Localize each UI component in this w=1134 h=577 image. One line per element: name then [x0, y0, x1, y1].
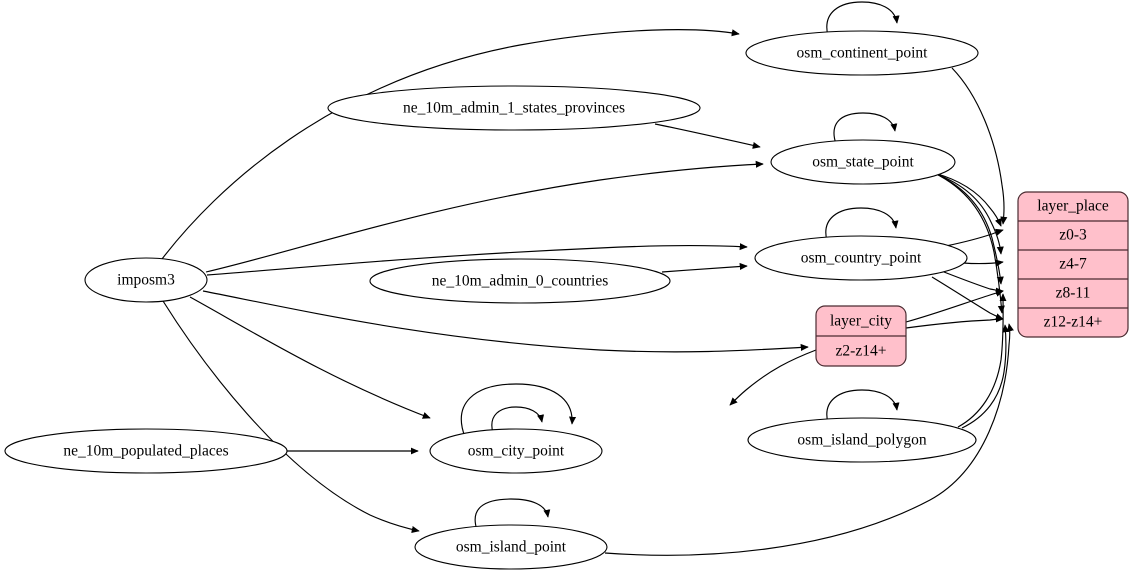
- selfloop-osm-island-polygon: [826, 389, 900, 424]
- node-layer: imposm3 ne_10m_admin_1_states_provinces …: [4, 30, 979, 570]
- node-osm-city-point[interactable]: osm_city_point: [429, 428, 603, 474]
- edge-imposm3-to-osm-state-point: [205, 160, 764, 273]
- node-osm-island-point-shape[interactable]: [414, 524, 608, 570]
- node-osm-island-polygon-shape[interactable]: [747, 417, 977, 463]
- node-ne-10m-admin-0-countries[interactable]: ne_10m_admin_0_countries: [369, 258, 671, 304]
- node-imposm3-shape[interactable]: [84, 257, 208, 303]
- edge-imposm3-to-layer-city: [202, 290, 809, 353]
- edge-osm-continent-point-to-layer-place-z0-3: [951, 67, 1008, 225]
- node-ne-10m-admin-1-states-provinces[interactable]: ne_10m_admin_1_states_provinces: [327, 85, 701, 131]
- record-node-layer-place-title: layer_place: [1037, 198, 1109, 215]
- record-row-layer-place-z8-11[interactable]: z8-11: [1056, 285, 1091, 302]
- edge-layer-city-to-layer-place-z8-11: [905, 289, 1004, 323]
- selfloop-osm-continent-point: [826, 1, 900, 37]
- node-osm-country-point-label: osm_country_point: [801, 250, 922, 267]
- edge-imposm3-to-osm-city-point: [189, 296, 431, 419]
- edge-osm-country-point-to-layer-place-z0-3: [945, 228, 1004, 247]
- edge-osm-island-polygon-to-layer-place-z8-11: [957, 293, 1007, 428]
- edge-osm-state-point-to-layer-place-z4-7: [935, 173, 1004, 255]
- edge-imposm3-to-osm-island-point: [162, 300, 420, 533]
- node-osm-continent-point-label: osm_continent_point: [797, 45, 929, 62]
- record-row-layer-place-z12-z14[interactable]: z12-z14+: [1044, 314, 1103, 331]
- node-ne-10m-populated-places-label: ne_10m_populated_places: [63, 443, 228, 460]
- edge-imposm3-to-osm-continent-point: [161, 29, 740, 260]
- edge-osm-state-point-to-layer-place-z8-11: [937, 174, 1004, 285]
- node-imposm3-label: imposm3: [117, 272, 175, 289]
- edge-layer: [161, 1, 1014, 556]
- node-imposm3[interactable]: imposm3: [84, 257, 208, 303]
- edge-imposm3-to-osm-country-point: [206, 243, 748, 276]
- node-ne-10m-populated-places[interactable]: ne_10m_populated_places: [4, 428, 288, 474]
- node-ne-10m-admin-1-states-provinces-label: ne_10m_admin_1_states_provinces: [403, 100, 625, 117]
- node-osm-island-polygon-label: osm_island_polygon: [797, 432, 926, 449]
- node-osm-island-polygon[interactable]: osm_island_polygon: [747, 417, 977, 463]
- record-row-layer-place-z4-7[interactable]: z4-7: [1059, 256, 1087, 273]
- edge-osm-island-polygon-to-layer-place-z12-z14: [961, 324, 1010, 429]
- node-osm-continent-point-shape[interactable]: [745, 30, 979, 76]
- edge-ne-admin1-to-osm-state-point: [654, 123, 761, 149]
- node-osm-state-point-shape[interactable]: [770, 139, 956, 185]
- record-node-layer-city[interactable]: layer_city z2-z14+: [815, 305, 907, 367]
- record-row-layer-city-z2-z14[interactable]: z2-z14+: [836, 343, 887, 360]
- edge-osm-state-point-to-layer-place-z0-3: [933, 172, 1002, 227]
- selfloop-osm-island-point: [474, 498, 551, 531]
- node-osm-island-point[interactable]: osm_island_point: [414, 524, 608, 570]
- node-osm-island-point-label: osm_island_point: [456, 539, 567, 556]
- edge-layer-city-to-osm-island-polygon: [729, 349, 817, 406]
- selfloop-osm-city-point-outer: [460, 383, 577, 438]
- node-osm-state-point[interactable]: osm_state_point: [770, 139, 956, 185]
- node-ne-10m-admin-0-countries-shape[interactable]: [369, 258, 671, 304]
- record-node-layer-place-box[interactable]: [1017, 191, 1129, 338]
- edge-osm-country-point-to-layer-place-z4-7: [962, 259, 1004, 267]
- selfloop-osm-state-point: [833, 112, 898, 145]
- node-osm-state-point-label: osm_state_point: [812, 154, 914, 171]
- selfloop-osm-country-point: [825, 207, 899, 242]
- node-osm-country-point[interactable]: osm_country_point: [754, 235, 968, 281]
- edge-ne-admin0-to-osm-country-point: [661, 262, 748, 273]
- edge-layer-city-to-layer-place-z12-z14: [905, 315, 1004, 329]
- node-osm-city-point-shape[interactable]: [429, 428, 603, 474]
- node-ne-10m-admin-0-countries-label: ne_10m_admin_0_countries: [432, 273, 609, 290]
- record-node-layer-place[interactable]: layer_place z0-3 z4-7 z8-11 z12-z14+: [1017, 191, 1129, 338]
- node-osm-city-point-label: osm_city_point: [468, 443, 565, 460]
- node-ne-10m-populated-places-shape[interactable]: [4, 428, 288, 474]
- node-ne-10m-admin-1-states-provinces-shape[interactable]: [327, 85, 701, 131]
- node-osm-continent-point[interactable]: osm_continent_point: [745, 30, 979, 76]
- edge-osm-island-point-to-layer-place-z12-z14: [604, 323, 1014, 556]
- record-row-layer-place-z0-3[interactable]: z0-3: [1059, 227, 1087, 244]
- selfloop-osm-city-point-inner: [491, 406, 545, 434]
- record-node-layer-city-title: layer_city: [830, 313, 892, 330]
- record-node-layer: layer_place z0-3 z4-7 z8-11 z12-z14+ lay…: [815, 191, 1129, 367]
- node-osm-country-point-shape[interactable]: [754, 235, 968, 281]
